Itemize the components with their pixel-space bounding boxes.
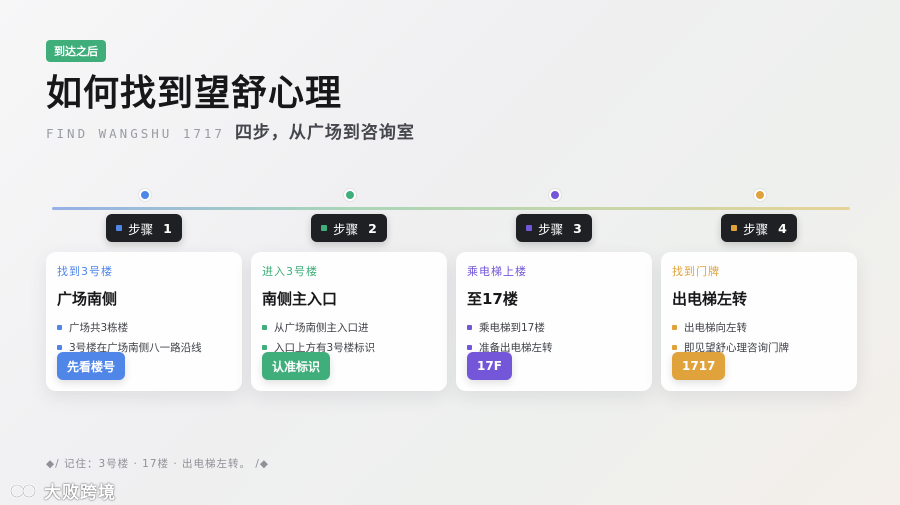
subtitle-row: FIND WANGSHU 1717 四步，从广场到咨询室 [46, 118, 415, 143]
bullet-icon [467, 344, 472, 350]
step-pill-4: 步骤 4 [721, 214, 797, 242]
bullet-text: 即见望舒心理咨询门牌 [684, 341, 789, 354]
step-marker-icon [526, 225, 533, 231]
logo-icon [10, 483, 36, 498]
card-heading: 至17楼 [467, 290, 518, 308]
bullet-icon [467, 324, 472, 330]
step-pill-2: 步骤 2 [311, 214, 387, 242]
list-item: 出电梯向左转 [672, 317, 846, 337]
card-eyebrow: 找到门牌 [672, 265, 720, 278]
bullet-icon [672, 344, 677, 350]
bullet-icon [672, 324, 677, 330]
list-item: 准备出电梯左转 [467, 337, 641, 357]
step-label: 步骤 [128, 221, 154, 237]
card-heading: 出电梯左转 [672, 290, 748, 308]
step-card-4: 找到门牌 出电梯左转 出电梯向左转 即见望舒心理咨询门牌 1717 [661, 252, 857, 391]
action-chip[interactable]: 1717 [672, 352, 726, 380]
timeline-dot-1 [139, 189, 151, 201]
bullet-icon [57, 344, 62, 350]
bullet-text: 乘电梯到17楼 [479, 321, 545, 334]
bullet-icon [57, 324, 62, 330]
bullet-text: 出电梯向左转 [684, 321, 747, 334]
step-card-3: 乘电梯上楼 至17楼 乘电梯到17楼 准备出电梯左转 17F [456, 252, 652, 391]
bullet-icon [262, 344, 267, 350]
list-item: 即见望舒心理咨询门牌 [672, 337, 846, 357]
card-heading: 南侧主入口 [262, 290, 338, 308]
step-card-2: 进入3号楼 南侧主入口 从广场南侧主入口进 入口上方有3号楼标识 认准标识 [251, 252, 447, 391]
action-chip[interactable]: 17F [467, 352, 512, 380]
card-eyebrow: 乘电梯上楼 [467, 265, 527, 278]
page-title: 如何找到望舒心理 [46, 73, 343, 114]
list-item: 入口上方有3号楼标识 [262, 337, 436, 357]
step-marker-icon [731, 225, 738, 231]
bullet-text: 入口上方有3号楼标识 [274, 341, 376, 354]
subtitle-cn: 四步，从广场到咨询室 [234, 123, 415, 143]
step-pill-1: 步骤 1 [106, 214, 182, 242]
timeline-dot-2 [344, 189, 356, 201]
action-chip[interactable]: 认准标识 [262, 352, 331, 380]
bullet-icon [262, 324, 267, 330]
step-number: 1 [163, 220, 172, 236]
timeline-dot-4 [754, 189, 766, 201]
step-marker-icon [321, 225, 328, 231]
step-number: 4 [778, 220, 787, 236]
card-eyebrow: 找到3号楼 [57, 265, 113, 278]
watermark-logo: 大败跨境 [10, 478, 116, 503]
step-label: 步骤 [333, 221, 359, 237]
card-bullets: 乘电梯到17楼 准备出电梯左转 [467, 317, 641, 357]
list-item: 3号楼在广场南侧八一路沿线 [57, 337, 231, 357]
bullet-text: 广场共3栋楼 [69, 321, 129, 334]
footer-note: ◆/ 记住：3号楼 · 17楼 · 出电梯左转。 /◆ [46, 458, 269, 470]
step-number: 3 [573, 220, 582, 236]
list-item: 从广场南侧主入口进 [262, 317, 436, 337]
card-eyebrow: 进入3号楼 [262, 265, 318, 278]
step-label: 步骤 [743, 221, 769, 237]
step-number: 2 [368, 220, 377, 236]
step-label: 步骤 [538, 221, 564, 237]
subtitle-en: FIND WANGSHU 1717 [46, 126, 225, 141]
step-marker-icon [116, 225, 123, 231]
card-bullets: 从广场南侧主入口进 入口上方有3号楼标识 [262, 317, 436, 357]
timeline-line [52, 207, 850, 210]
action-chip[interactable]: 先看楼号 [57, 352, 126, 380]
logo-text: 大败跨境 [44, 483, 116, 503]
step-card-1: 找到3号楼 广场南侧 广场共3栋楼 3号楼在广场南侧八一路沿线 先看楼号 [46, 252, 242, 391]
card-bullets: 出电梯向左转 即见望舒心理咨询门牌 [672, 317, 846, 357]
timeline-dot-3 [549, 189, 561, 201]
list-item: 广场共3栋楼 [57, 317, 231, 337]
step-pill-3: 步骤 3 [516, 214, 592, 242]
card-heading: 广场南侧 [57, 290, 118, 308]
section-badge: 到达之后 [46, 40, 106, 62]
list-item: 乘电梯到17楼 [467, 317, 641, 337]
bullet-text: 准备出电梯左转 [479, 341, 553, 354]
card-bullets: 广场共3栋楼 3号楼在广场南侧八一路沿线 [57, 317, 231, 357]
bullet-text: 从广场南侧主入口进 [274, 321, 369, 334]
bullet-text: 3号楼在广场南侧八一路沿线 [69, 341, 202, 354]
